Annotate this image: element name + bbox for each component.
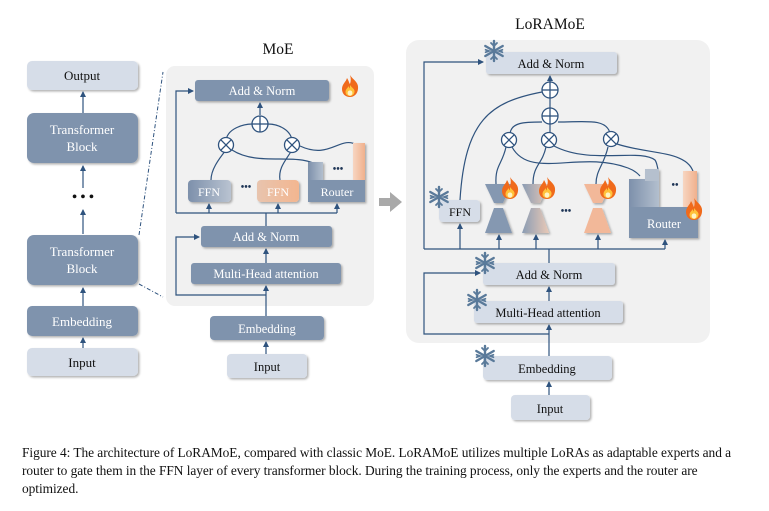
moe-attention-label: Multi-Head attention (213, 267, 319, 281)
loramoe-router-label: Router (647, 217, 682, 231)
residual-connection (423, 270, 549, 335)
moe-title: MoE (263, 41, 294, 58)
moe-ffn-expert-1 (188, 180, 231, 202)
transformer-block-top-label-1: Transformer (50, 122, 115, 137)
loramoe-diagram: LoRAMoE Add & Norm FFN (406, 16, 710, 420)
expert-connection (495, 146, 507, 185)
expert-connection (532, 146, 547, 185)
loramoe-attention-label: Multi-Head attention (495, 306, 601, 320)
figure-caption: Figure 4: The architecture of LoRAMoE, c… (22, 445, 732, 496)
moe-attention-block (191, 263, 341, 284)
moe-router-dots: ••• (333, 164, 344, 175)
moe-ffn-expert-n (257, 180, 299, 202)
residual-connection (175, 234, 266, 296)
embedding-block (27, 306, 138, 336)
loramoe-add-norm-top-label: Add & Norm (518, 57, 585, 71)
moe-router-label: Router (321, 185, 354, 199)
loramoe-ffn-label: FFN (449, 205, 471, 219)
loramoe-input-label: Input (537, 402, 564, 416)
transformer-block-top (27, 113, 138, 163)
oplus-icon (251, 115, 269, 133)
gate-connection (616, 143, 695, 176)
gate-connection (553, 145, 659, 170)
output-block (27, 61, 138, 90)
expert-connection (595, 146, 609, 185)
otimes-icon (500, 131, 518, 149)
loramoe-ffn-block (439, 200, 480, 222)
loramoe-add-norm-bottom-label: Add & Norm (516, 268, 583, 282)
moe-input-label: Input (254, 360, 281, 374)
oplus-icon (541, 107, 559, 125)
moe-router (308, 143, 365, 202)
transition-arrow-icon (379, 192, 402, 212)
moe-ffn-2-label: FFN (267, 185, 289, 199)
output-label: Output (64, 68, 101, 83)
loramoe-embedding-label: Embedding (518, 362, 576, 376)
moe-embedding-label: Embedding (238, 322, 296, 336)
architecture-diagram: Output Transformer Block • • • Transform… (27, 16, 710, 420)
loramoe-add-norm-top (486, 52, 617, 74)
moe-diagram: MoE Add & Norm FFN ••• FFN Router ••• (166, 41, 374, 378)
gate-connection (299, 142, 358, 151)
transformer-block-top-label-2: Block (66, 139, 98, 154)
residual-connection (175, 88, 194, 213)
oplus-icon (541, 81, 559, 99)
loramoe-attention-block (474, 301, 623, 323)
loramoe-panel (406, 40, 710, 343)
moe-embedding-block (210, 316, 324, 340)
residual-connection (423, 59, 484, 249)
zoom-guide-line (138, 283, 164, 298)
moe-ffn-1-label: FFN (198, 185, 220, 199)
otimes-icon (540, 131, 558, 149)
transformer-block-bottom-label-2: Block (66, 261, 98, 276)
zoom-guide-line (138, 71, 164, 236)
moe-add-norm-bottom (201, 226, 332, 247)
loramoe-title: LoRAMoE (515, 16, 585, 33)
transformer-block-bottom (27, 235, 138, 285)
loramoe-add-norm-bottom (483, 263, 615, 285)
moe-input-block (227, 354, 307, 378)
loramoe-input-block (511, 395, 590, 420)
moe-add-norm-top (195, 80, 329, 101)
gate-connection (511, 146, 641, 177)
moe-add-norm-bottom-label: Add & Norm (233, 230, 300, 244)
input-block (27, 348, 138, 376)
ffn-skip-connection (459, 91, 543, 201)
moe-ffn-dots: ••• (241, 182, 252, 193)
otimes-icon (217, 136, 235, 154)
embedding-label: Embedding (52, 314, 112, 329)
moe-add-norm-top-label: Add & Norm (229, 84, 296, 98)
loramoe-router-dots: •• (671, 180, 679, 191)
loramoe-embedding-block (483, 356, 612, 380)
input-label: Input (68, 355, 96, 370)
transformer-block-bottom-label-1: Transformer (50, 244, 115, 259)
lora-dots: ••• (561, 206, 572, 217)
left-stack: Output Transformer Block • • • Transform… (27, 61, 164, 376)
otimes-icon (283, 136, 301, 154)
stack-ellipsis: • • • (72, 190, 94, 205)
otimes-icon (602, 130, 620, 148)
